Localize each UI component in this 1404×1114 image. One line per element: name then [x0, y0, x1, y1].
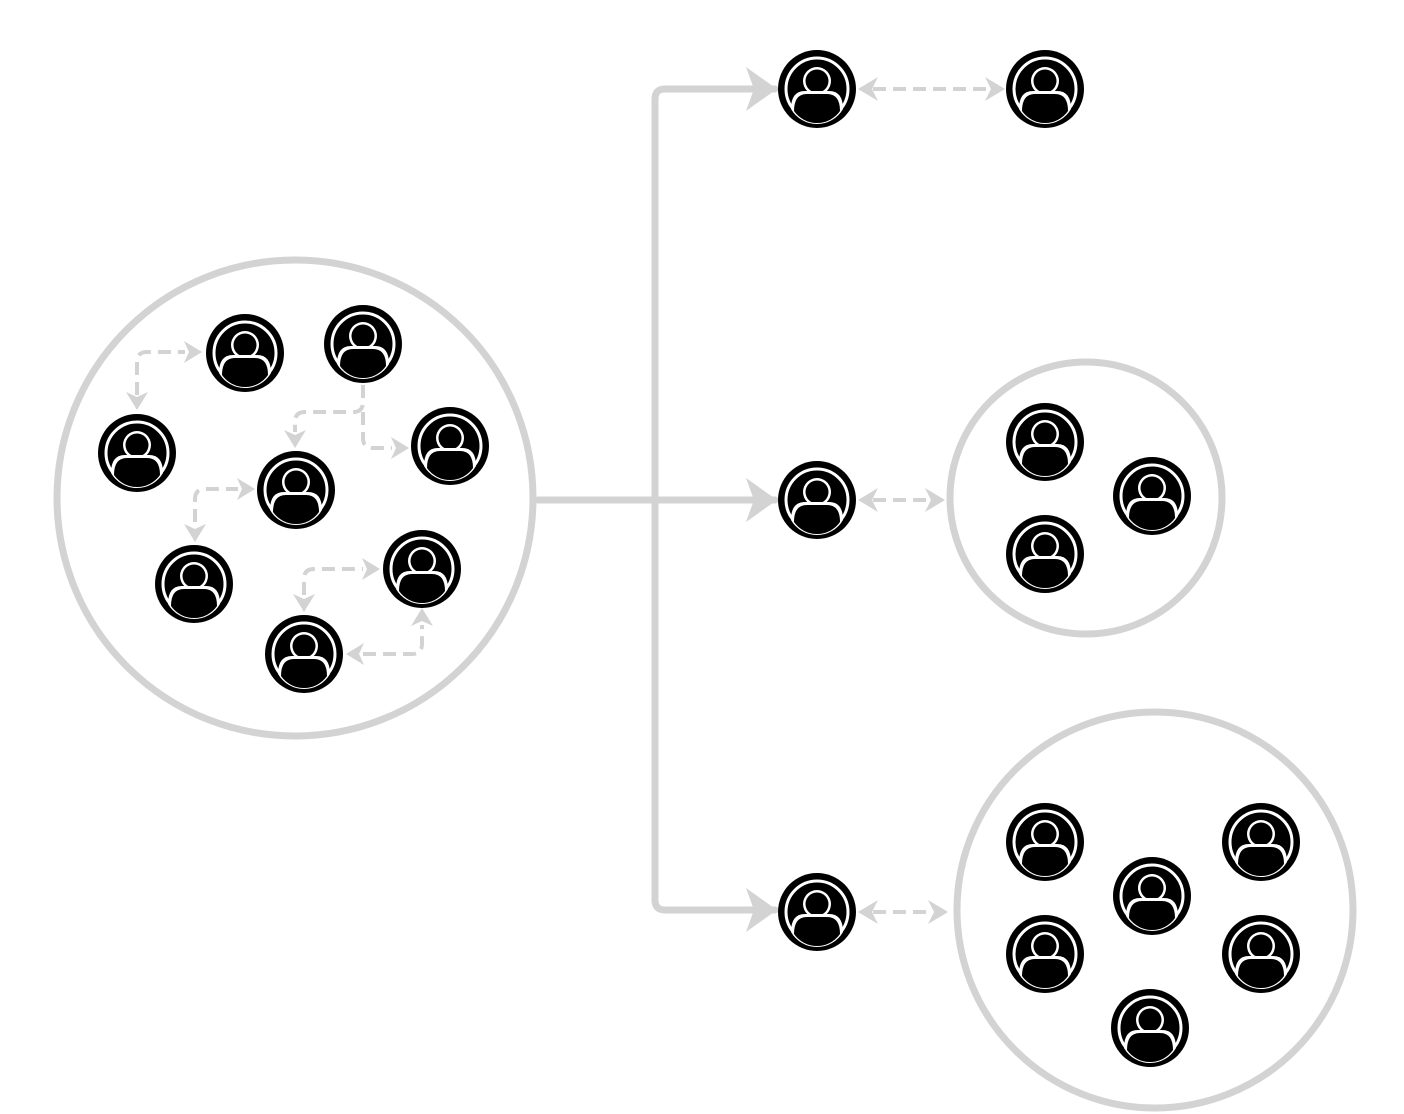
source-link-3 [361, 412, 392, 450]
source-link-4-head-a [237, 478, 255, 500]
user-icon [97, 413, 177, 493]
user-icon [382, 529, 462, 609]
source-link-6-head-a [346, 643, 364, 665]
source-link-6 [363, 625, 424, 656]
user-icon [256, 450, 336, 530]
source-link-5-head-b [293, 594, 315, 612]
user-icon [777, 872, 857, 952]
user-icon [154, 544, 234, 624]
user-icon [264, 614, 344, 694]
link-bottom-head-right [928, 900, 948, 924]
source-link-3-head [391, 437, 409, 459]
branch-middle-arrowhead [746, 478, 777, 522]
user-icon [410, 406, 490, 486]
user-icon [205, 313, 285, 393]
branch-bottom-arrowhead [746, 888, 777, 932]
group-2-circle [946, 358, 1226, 638]
user-icon [1005, 49, 1085, 129]
link-middle-head-left [858, 488, 878, 512]
link-bottom-head-left [858, 900, 878, 924]
source-link-2-head [284, 430, 306, 448]
source-link-1-head-a [184, 341, 202, 363]
source-link-1-head-b [126, 392, 148, 410]
user-icon [1005, 402, 1085, 482]
user-icon [777, 460, 857, 540]
source-link-4-head-b [184, 524, 206, 542]
source-link-4 [193, 487, 238, 522]
branch-top-connector [651, 85, 779, 914]
group-3-circle [953, 708, 1357, 1112]
user-icon [1221, 914, 1301, 994]
source-link-1 [135, 350, 185, 395]
source-link-5 [302, 567, 363, 595]
user-icon [1112, 456, 1192, 536]
link-middle-head-right [925, 488, 945, 512]
link-top-head-right [985, 77, 1005, 101]
user-icon [1005, 514, 1085, 594]
source-group-circle [53, 256, 537, 740]
link-top-head-left [858, 77, 878, 101]
user-icon [323, 304, 403, 384]
user-icon [777, 49, 857, 129]
source-link-2 [293, 385, 365, 432]
user-icon [1112, 856, 1192, 936]
user-icon [1005, 914, 1085, 994]
source-link-5-head-a [362, 558, 380, 580]
source-link-6-head-b [411, 608, 433, 626]
branch-top-arrowhead [746, 67, 777, 111]
user-icon [1005, 802, 1085, 882]
user-icon [1221, 802, 1301, 882]
user-icon [1110, 988, 1190, 1068]
